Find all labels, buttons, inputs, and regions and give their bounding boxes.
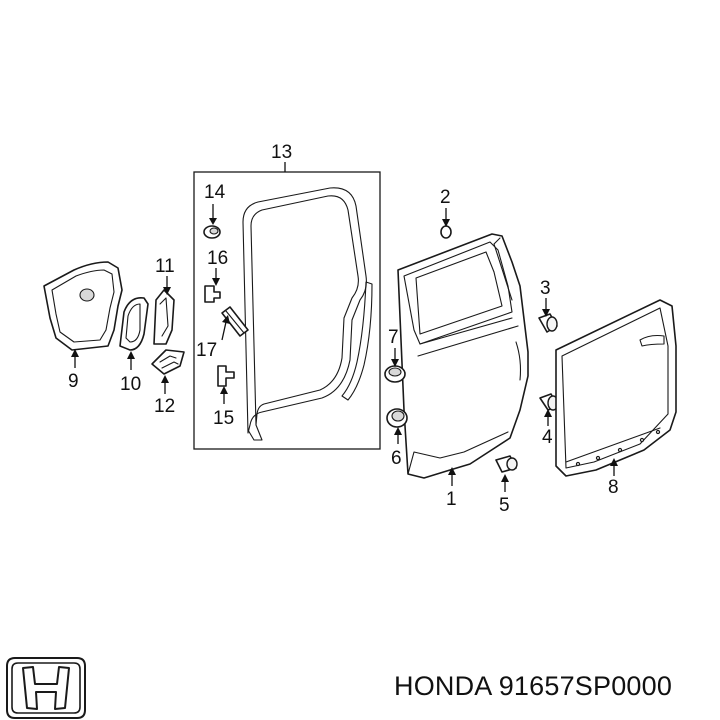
callout-4: 4: [542, 427, 553, 448]
callout-15: 15: [213, 408, 234, 429]
arrow-12: [161, 375, 169, 383]
part-8-door-skin: [555, 299, 677, 477]
callout-12: 12: [154, 396, 175, 417]
arrow-17: [222, 315, 230, 324]
assembly-box-13: [193, 171, 381, 450]
part-9-shield: [43, 261, 123, 351]
part-11-bracket: [153, 289, 175, 345]
part-14-clip: [203, 225, 221, 239]
part-12-cover: [151, 349, 185, 375]
leader-17: [221, 321, 227, 341]
part-3-stopper: [538, 313, 558, 333]
arrow-14: [209, 218, 217, 225]
callout-10: 10: [120, 374, 141, 395]
callout-8: 8: [608, 477, 619, 498]
arrow-9: [71, 349, 79, 357]
part-17-molding: [221, 306, 249, 337]
part-16-bracket: [204, 285, 221, 303]
callout-6: 6: [391, 448, 402, 469]
honda-logo-icon: [6, 657, 86, 719]
arrow-6: [394, 427, 402, 435]
part-number-caption: HONDA 91657SP0000: [394, 671, 673, 701]
arrow-11: [163, 287, 171, 295]
arrow-8: [610, 458, 618, 466]
callout-2: 2: [440, 187, 451, 208]
part-5-bumper: [495, 455, 518, 473]
arrow-7: [391, 359, 399, 367]
arrow-3: [542, 309, 550, 317]
arrow-5: [501, 474, 509, 482]
arrow-15: [220, 386, 228, 394]
callout-14: 14: [204, 182, 226, 203]
part-15-bracket: [217, 365, 235, 387]
callout-5: 5: [499, 495, 510, 516]
callout-9: 9: [68, 371, 79, 392]
part-13-weatherstrip: [242, 187, 373, 441]
arrow-1: [448, 467, 456, 475]
arrow-2: [442, 219, 450, 227]
part-10-handle-bezel: [119, 296, 149, 351]
arrow-16: [212, 278, 220, 286]
part-2-grommet: [440, 225, 452, 239]
callout-7: 7: [388, 327, 399, 348]
callout-11: 11: [155, 256, 175, 277]
callout-13: 13: [271, 142, 292, 163]
part-1-door-shell: [397, 233, 529, 479]
callout-3: 3: [540, 278, 551, 299]
arrow-10: [127, 351, 135, 359]
part-7-plug: [384, 365, 406, 383]
arrow-4: [544, 409, 552, 417]
part-6-plug: [386, 408, 408, 428]
callout-17: 17: [196, 340, 217, 361]
callout-1: 1: [446, 489, 457, 510]
callout-16: 16: [207, 248, 228, 269]
